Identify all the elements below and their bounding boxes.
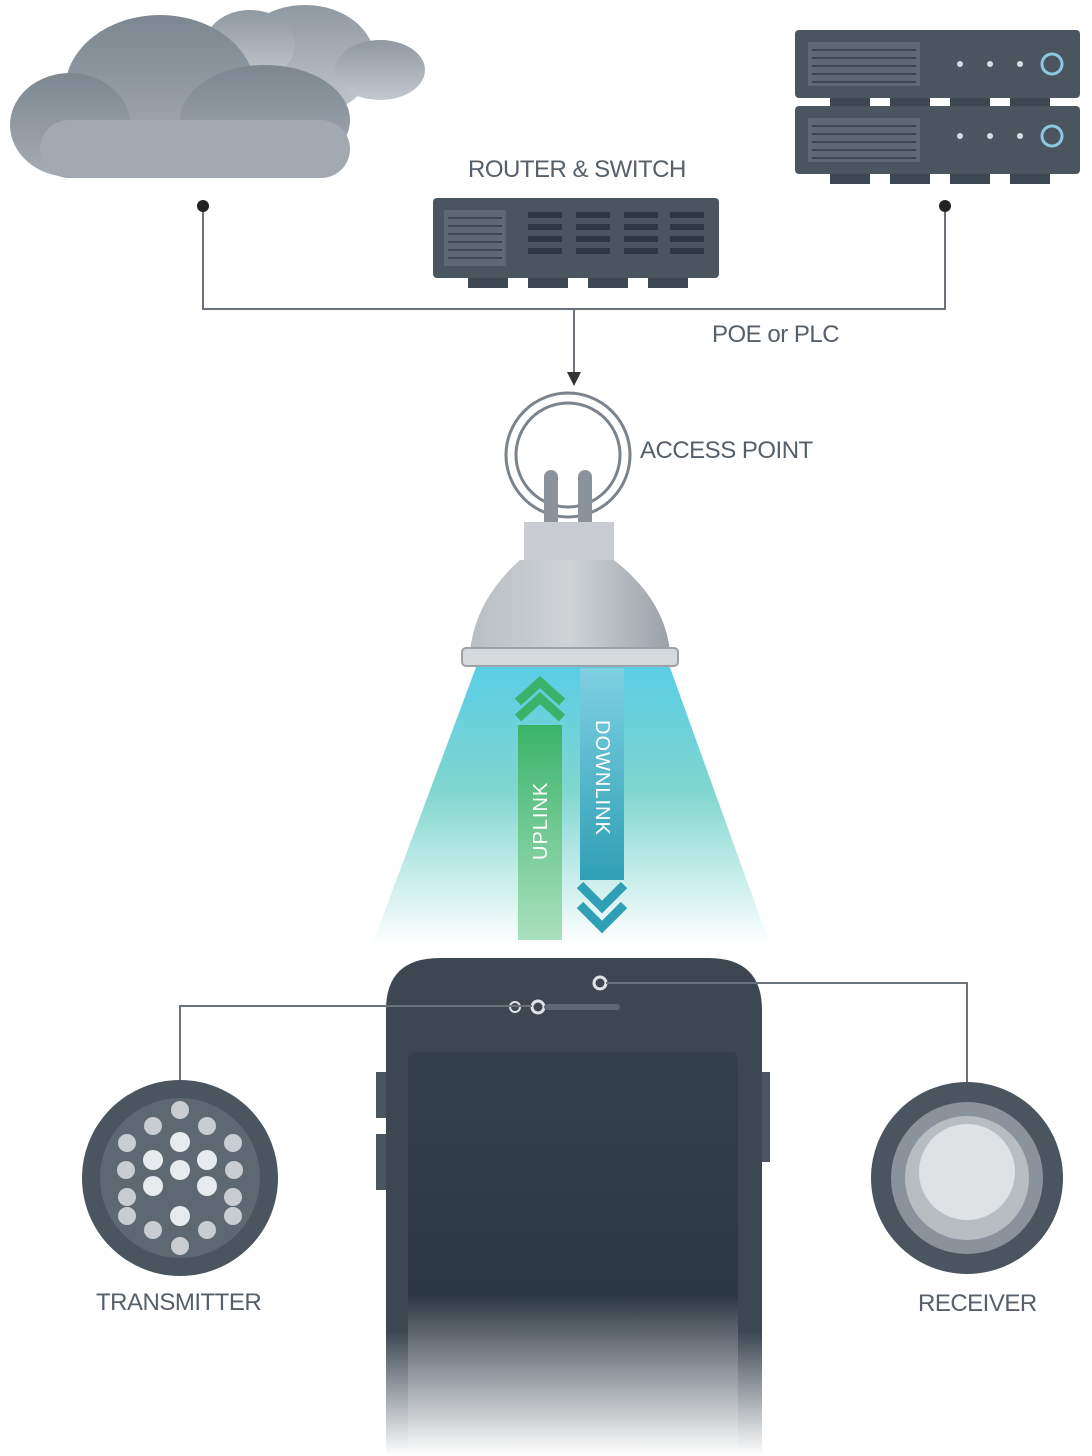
smartphone-icon xyxy=(376,958,770,1456)
network-connector-lines xyxy=(202,207,946,376)
access-point-label: ACCESS POINT xyxy=(640,437,813,464)
server-rack-icon xyxy=(795,30,1080,184)
cloud-icon xyxy=(10,5,425,178)
uplink-label: UPLINK xyxy=(530,782,552,860)
transmitter-label: TRANSMITTER xyxy=(96,1289,262,1316)
server-connector-dot xyxy=(939,200,951,212)
light-beam xyxy=(372,662,770,945)
poe-plc-label: POE or PLC xyxy=(712,321,840,348)
device-connector-lines xyxy=(179,982,968,1082)
receiver-label: RECEIVER xyxy=(918,1290,1037,1317)
downlink-label: DOWNLINK xyxy=(591,720,613,836)
arrow-down-icon xyxy=(567,372,581,386)
cloud-connector-dot xyxy=(197,200,209,212)
photodiode-receiver-icon xyxy=(871,1082,1063,1274)
router-switch-icon xyxy=(433,198,719,288)
led-transmitter-icon xyxy=(82,1080,278,1276)
led-bulb-icon xyxy=(461,391,679,667)
downlink-arrow: DOWNLINK xyxy=(576,668,628,934)
router-switch-label: ROUTER & SWITCH xyxy=(468,156,686,183)
uplink-arrow: UPLINK xyxy=(514,675,566,940)
